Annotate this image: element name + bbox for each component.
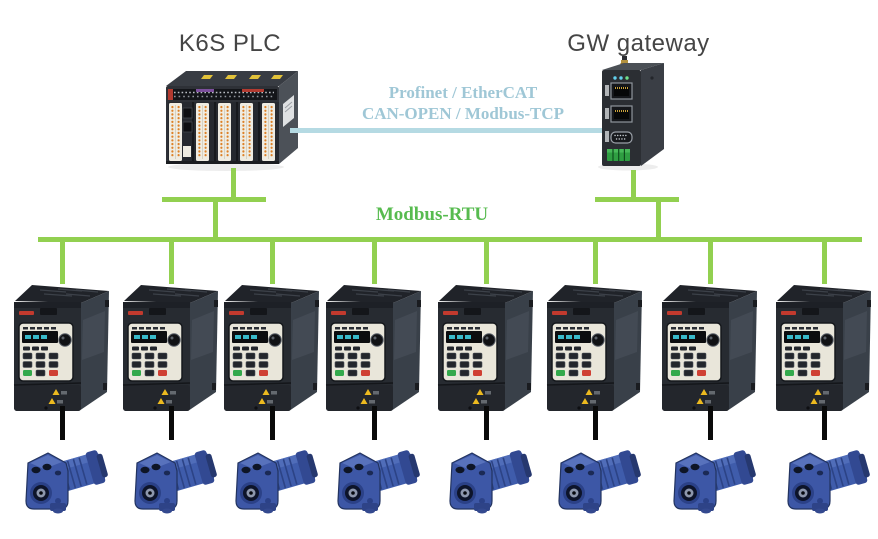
plc-device-icon [160,66,302,172]
modbus-drop-line [269,238,275,284]
drive-motor-channel [319,238,429,516]
gateway-bus-feeder-line [656,202,661,240]
ethernet-protocols-line1: Profinet / EtherCAT [388,83,538,102]
drive-motor-channel [116,238,226,516]
plc-title: K6S PLC [178,30,282,57]
modbus-drop-line [59,238,65,284]
gear-motor-icon [14,437,110,515]
gear-motor-icon [547,437,643,515]
vfd-drive-icon [433,280,539,414]
ethernet-protocols-line2: CAN-OPEN / Modbus-TCP [361,104,565,123]
drive-motor-channel [769,238,878,516]
gear-motor-icon [123,437,219,515]
drive-motor-channel [217,238,327,516]
modbus-drop-line [371,238,377,284]
plc-bus-drop-line [231,168,236,200]
motor-cable [269,406,275,440]
modbus-drop-line [592,238,598,284]
drive-motor-channel [431,238,541,516]
modbus-drop-line [821,238,827,284]
plc-bus-tee-line [162,197,266,202]
drive-motor-channel [7,238,117,516]
motor-cable [483,406,489,440]
motor-cable [371,406,377,440]
gear-motor-icon [224,437,320,515]
vfd-drive-icon [542,280,648,414]
motor-cable [821,406,827,440]
modbus-drop-line [483,238,489,284]
modbus-drop-line [707,238,713,284]
modbus-drop-line [168,238,174,284]
gear-motor-icon [662,437,758,515]
gateway-device-icon [594,54,672,172]
ethernet-protocols-label: Profinet / EtherCAT CAN-OPEN / Modbus-TC… [330,82,596,124]
motor-cable [59,406,65,440]
ethernet-bus-line [290,128,602,133]
vfd-drive-icon [9,280,115,414]
modbus-rtu-bus-line [38,237,862,242]
gateway-title: GW gateway [567,30,710,57]
gateway-bus-drop-line [631,170,636,200]
motor-cable [168,406,174,440]
gateway-bus-tee-line [595,197,679,202]
motor-cable [707,406,713,440]
drive-motor-channel [655,238,765,516]
drive-motor-channel [540,238,650,516]
vfd-drive-icon [118,280,224,414]
gear-motor-icon [438,437,534,515]
vfd-drive-icon [657,280,763,414]
plc-bus-feeder-line [213,202,218,240]
vfd-drive-icon [771,280,877,414]
motor-cable [592,406,598,440]
vfd-drive-icon [321,280,427,414]
gear-motor-icon [326,437,422,515]
modbus-rtu-label: Modbus-RTU [375,204,489,225]
vfd-drive-icon [219,280,325,414]
gear-motor-icon [776,437,872,515]
